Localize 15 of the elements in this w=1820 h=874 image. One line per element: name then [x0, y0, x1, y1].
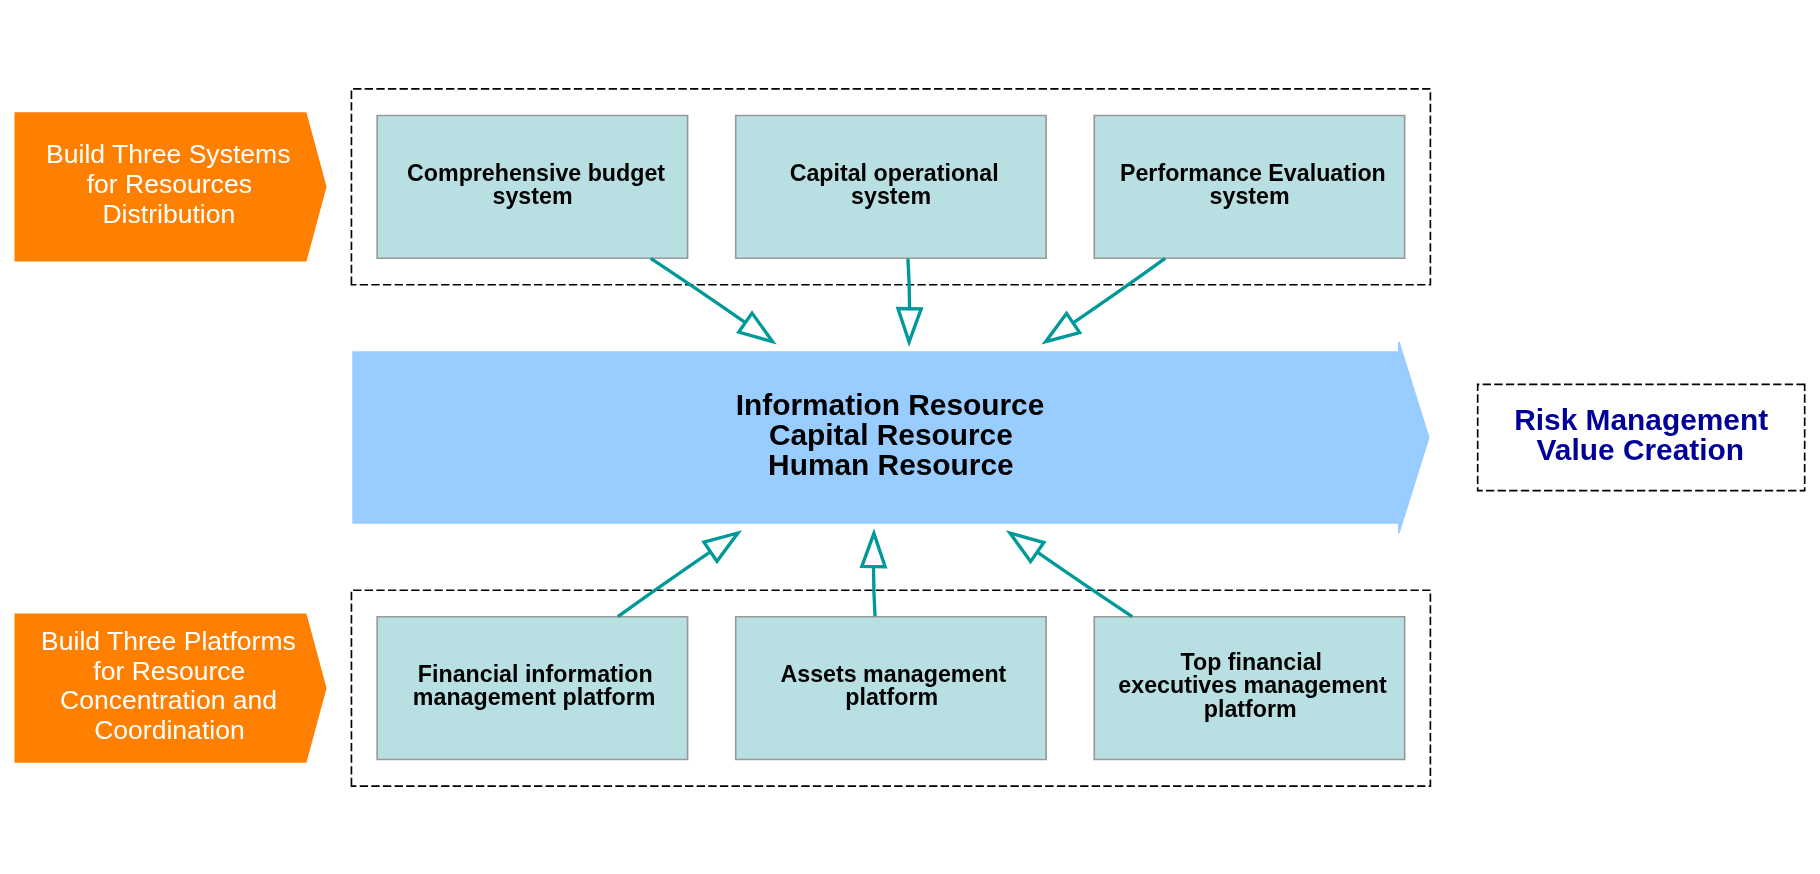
node-box: Financial information management platform	[376, 615, 689, 760]
arrow	[1041, 256, 1167, 344]
arrow	[859, 527, 888, 616]
arrow	[895, 258, 924, 347]
arrow	[1005, 529, 1134, 618]
node-box: Performance Evaluation system	[1093, 114, 1406, 259]
node-box: Assets management platform	[734, 615, 1047, 760]
node-box: Risk Management Value Creation	[1476, 383, 1806, 491]
cluster	[350, 87, 1432, 286]
node-box: Comprehensive budget system	[376, 114, 689, 259]
cluster	[350, 588, 1432, 787]
node-box: Capital operational system	[734, 114, 1047, 259]
arrow	[649, 256, 777, 345]
node-box: Top financial executives management platform	[1093, 615, 1406, 760]
arrow	[616, 529, 743, 618]
